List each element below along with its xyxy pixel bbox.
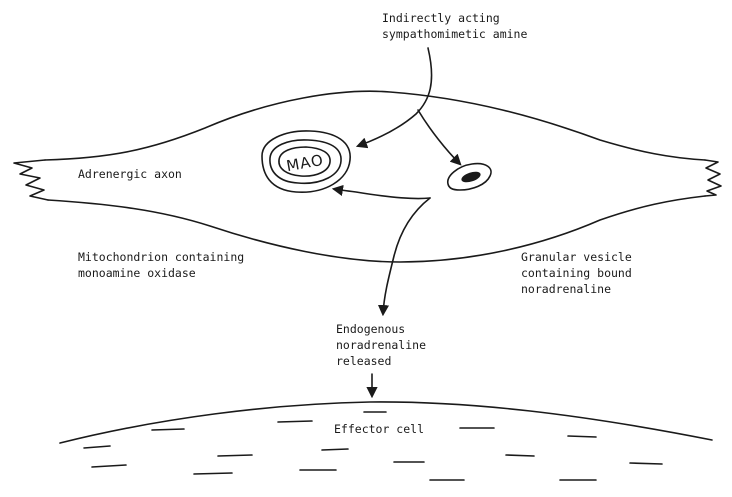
- mao-label: MAO: [285, 151, 325, 175]
- to-mao-arrow: [334, 189, 430, 199]
- vesicle-label-line2: containing bound: [521, 266, 632, 280]
- amine-label-line2: sympathomimetic amine: [382, 27, 527, 41]
- text-labels: Indirectly acting sympathomimetic amine …: [78, 11, 632, 436]
- vesicle-label-line3: noradrenaline: [521, 282, 611, 296]
- vesicle-branch-arrow: [418, 110, 460, 164]
- axon-label: Adrenergic axon: [78, 167, 182, 181]
- mitochondrion-label-line1: Mitochondrion containing: [78, 250, 244, 264]
- released-label-line1: Endogenous: [336, 322, 405, 336]
- vesicle-label-line1: Granular vesicle: [521, 250, 632, 264]
- amine-arrow: [358, 48, 432, 146]
- granular-vesicle: [448, 164, 491, 190]
- released-label-line3: released: [336, 354, 391, 368]
- released-label-line2: noradrenaline: [336, 338, 426, 352]
- mitochondrion: MAO: [262, 131, 350, 192]
- effector-cell-label: Effector cell: [334, 422, 424, 436]
- amine-label-line1: Indirectly acting: [382, 11, 500, 25]
- vesicle-core: [460, 170, 482, 185]
- mitochondrion-label-line2: monoamine oxidase: [78, 266, 196, 280]
- effector-cell: [60, 402, 712, 480]
- release-arrow: [383, 198, 430, 314]
